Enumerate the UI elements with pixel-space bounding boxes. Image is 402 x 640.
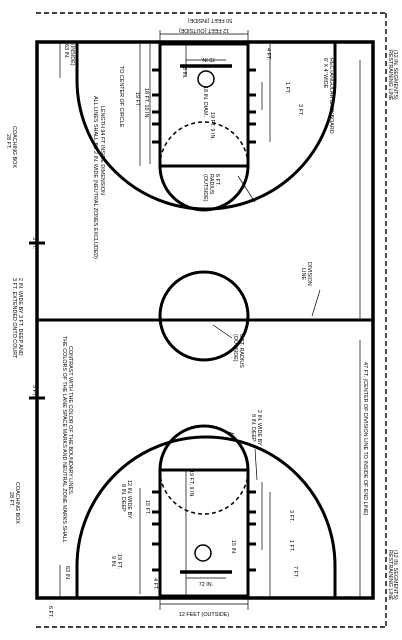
free-throw-circle-bottom (158, 424, 250, 471)
label-nineteen-ft-bottom-1: 19 FT. (116, 554, 122, 569)
label-nineteen-nine-bottom: 19 FT. 9 IN. (188, 470, 194, 498)
label-fifteen-in-top: 15 IN. (181, 64, 187, 78)
dimension-lines (59, 30, 361, 610)
free-throw-circle-top-dashed (159, 121, 249, 167)
free-throw-circle-bottom-dashed (159, 469, 249, 515)
label-six-ft-radius-top-1: 6 FT. (214, 174, 220, 186)
label-nineteen-ft-top: 19 FT. (134, 92, 140, 107)
center-circle (158, 270, 250, 362)
label-eighteen-ten: 18 FT. 10 IN. (143, 88, 149, 119)
label-coaching-box-top-2: 28 FT. (5, 134, 11, 149)
three-point-arc-bottom (75, 435, 337, 598)
label-restraining-bottom: RESTRAINING LINE (387, 550, 393, 601)
label-fifteen-ft: 15 FT. (144, 500, 150, 515)
label-nineteen-ft-bottom-2: 9 IN. (110, 556, 116, 567)
label-seventy-two-top: 72 IN. (201, 56, 215, 62)
label-six-ft-radius-top-2: RADIUS (208, 174, 214, 195)
label-sixty-three-top-1: 63 IN. (63, 44, 69, 58)
label-fifteen-in-bottom: 15 IN. (230, 540, 236, 554)
label-two-in-wide-by-1: 2 IN. WIDE BY (256, 410, 262, 446)
label-length-2: ALL LINES SHALL BE 2 IN. WIDE (NEUTRAL Z… (92, 96, 98, 259)
basket-top (197, 70, 215, 88)
basket-bottom (194, 544, 212, 562)
label-four-ft-bottom: 4 FT. (152, 578, 158, 590)
label-seven-ft: 7 FT. (292, 566, 298, 578)
lane-marks-bottom (152, 490, 256, 572)
label-three-ft-bottom: 3 FT. (288, 510, 294, 522)
label-six-ft-radius-top-3: (OUTSIDE) (202, 174, 208, 202)
label-backboard-2: 6' X 4' WIDE (322, 58, 328, 89)
label-six-ft-radius-center-1: 6 FT. RADIUS (238, 334, 244, 368)
label-fifty-feet: 50 FEET (INSIDE) (188, 17, 232, 23)
label-two-in-wide-2: 3 FT. EXTENDED ONTO COURT (11, 278, 17, 359)
label-length-1: LENGTH 94 FT INSIDE DIMENSION (99, 106, 105, 195)
label-coaching-box-top-1: COACHING BOX (11, 126, 17, 168)
lane-top (158, 42, 250, 168)
label-colors-2: CONTRAST WITH THE COLOR OF THE BOUNDARY … (67, 346, 73, 495)
label-forty-seven: 47 FT. (CENTER OF DIVISION LINE TO INSID… (362, 362, 368, 516)
label-twelve-wide-1: 12 IN. WIDE BY (126, 480, 132, 519)
label-three-ft-left-top: 3 FT. (31, 237, 37, 249)
label-backboard-1: RECTANGULAR BACKBOARD (328, 58, 334, 134)
label-one-ft-bottom: 1 FT. (288, 540, 294, 552)
label-diam: 18 IN. DIAM. (202, 86, 208, 117)
label-restraining-top: RESTRAINING LINE (387, 50, 393, 101)
label-twelve-feet-top: 12 FEET (OUTSIDE) (179, 27, 229, 33)
label-seventy-two-bottom: 72 IN. (199, 582, 213, 588)
label-two-in-wide-by-2: 8 IN. DEEP (250, 414, 256, 442)
lane-marks-top (152, 68, 256, 144)
label-six-ft-bottom: 6 FT. (47, 606, 53, 618)
label-three-ft-top: 3 FT. (297, 104, 303, 116)
label-sixty-three-top-2: (INSIDE) (69, 44, 75, 66)
label-restraining-top-2: (12 IN. SEGMENTS) (392, 50, 398, 100)
label-to-center: TO CENTER OF CIRCLE (118, 66, 124, 128)
label-colors-1: THE COLORS OF THE LANE SPACE MARKS AND N… (61, 336, 67, 543)
label-four-ft-top: 4 FT. (265, 48, 271, 60)
side-marks (29, 241, 45, 400)
label-division-1: DIVISION (306, 262, 312, 286)
label-nineteen-nine-top: 19 FT. 9 IN. (209, 112, 215, 140)
label-coaching-box-bottom-1: COACHING BOX (14, 482, 20, 524)
label-coaching-box-bottom-2: 28 FT. (8, 492, 14, 507)
lane-bottom (158, 468, 250, 598)
label-restraining-bottom-2: (12 IN. SEGMENTS) (392, 550, 398, 600)
label-twelve-wide-2: 8 IN. DEEP (120, 484, 126, 512)
label-twelve-feet-bottom: 12 FEET (OUTSIDE) (179, 612, 229, 618)
label-two-in-wide-1: 2 IN. WIDE BY 3 FT. DEEP AND (17, 278, 23, 356)
label-sixty-three-bottom: 63 IN. (64, 566, 70, 580)
label-one-ft-top: 1 FT. (284, 82, 290, 94)
label-division-2: LINE (300, 268, 306, 280)
label-three-ft-left-bottom: 3 FT. (31, 385, 37, 397)
label-six-ft-radius-center-2: (OUTSIDE) (232, 334, 238, 362)
